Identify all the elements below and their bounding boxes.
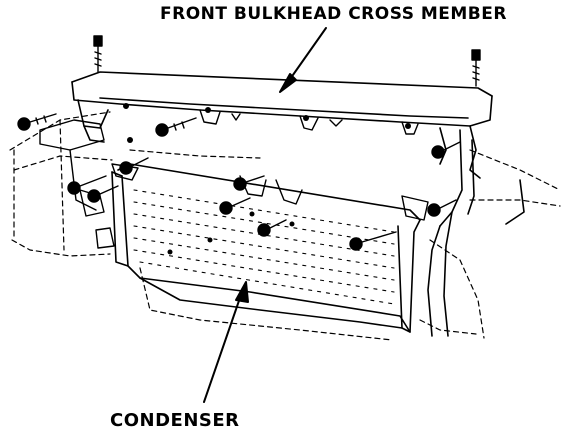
bolt-icon bbox=[93, 35, 103, 73]
bolt-icon bbox=[257, 219, 287, 237]
bolt-icon bbox=[219, 197, 251, 215]
bolt-icon-group bbox=[17, 35, 481, 251]
leader-arrow-cross-member bbox=[279, 27, 327, 93]
bolt-icon bbox=[233, 175, 265, 191]
condenser-label: CONDENSER bbox=[110, 410, 240, 431]
bolt-icon bbox=[87, 185, 119, 203]
front-bulkhead-cross-member-label: FRONT BULKHEAD CROSS MEMBER bbox=[160, 4, 507, 24]
bolt-icon bbox=[471, 49, 481, 87]
cross-member bbox=[71, 71, 493, 227]
clip-icon-group bbox=[123, 103, 411, 255]
bolt-icon bbox=[119, 157, 149, 175]
body-outline bbox=[9, 111, 561, 341]
fender-edge bbox=[427, 179, 525, 337]
bolt-icon bbox=[431, 141, 461, 159]
bolt-icon bbox=[17, 113, 57, 131]
bolt-icon bbox=[349, 231, 397, 251]
bolt-icon bbox=[427, 199, 457, 217]
condenser-fins bbox=[133, 189, 395, 305]
bolt-icon bbox=[67, 175, 107, 195]
bolt-icon bbox=[155, 117, 197, 137]
cross-member-tabs bbox=[199, 109, 419, 135]
condenser bbox=[111, 163, 421, 333]
leader-arrow-condenser bbox=[203, 281, 249, 403]
